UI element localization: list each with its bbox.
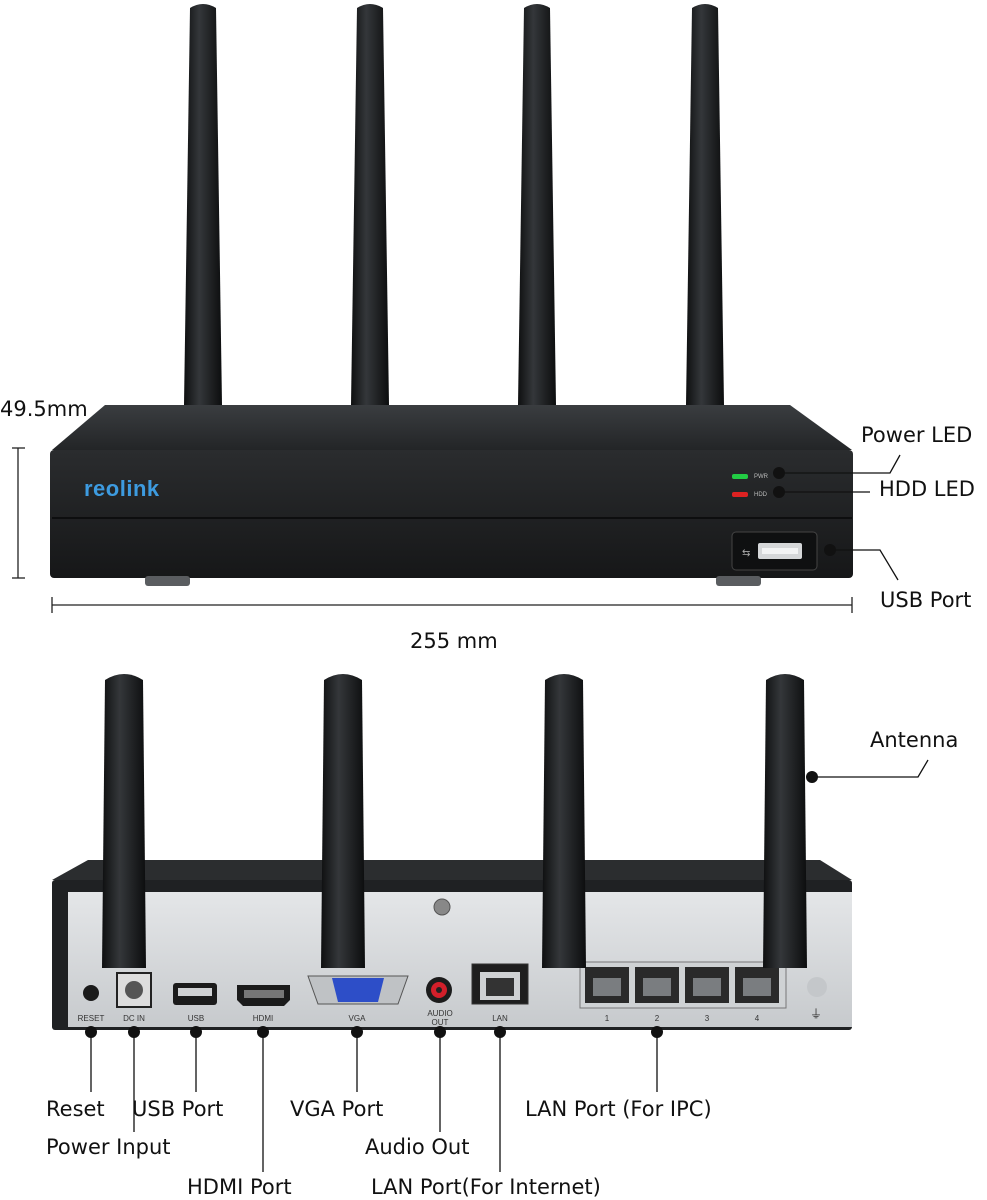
svg-text:VGA: VGA xyxy=(349,1014,367,1023)
svg-text:DC IN: DC IN xyxy=(123,1014,145,1023)
back-callout-lines xyxy=(90,759,929,1172)
svg-text:HDMI: HDMI xyxy=(253,1014,273,1023)
svg-text:3: 3 xyxy=(705,1014,710,1023)
front-antennas xyxy=(184,4,724,405)
svg-text:⏚: ⏚ xyxy=(810,1007,822,1021)
svg-text:⇆: ⇆ xyxy=(742,548,750,559)
usb-port-label: USB Port xyxy=(132,1097,224,1121)
power-led-label: Power LED xyxy=(861,423,973,447)
svg-text:1: 1 xyxy=(605,1014,610,1023)
hdd-led-label: HDD LED xyxy=(879,477,975,501)
svg-text:4: 4 xyxy=(755,1014,760,1023)
antenna-label: Antenna xyxy=(870,728,959,752)
back-antennas xyxy=(102,674,807,968)
svg-text:RESET: RESET xyxy=(78,1014,105,1023)
hdd-led-text: HDD xyxy=(754,492,767,498)
vga-port-label: VGA Port xyxy=(290,1097,384,1121)
front-body: ⇆ xyxy=(50,405,853,586)
back-port-text: RESET DC IN USB HDMI VGA AUDIO OUT LAN 1… xyxy=(78,1009,760,1027)
power-input-label: Power Input xyxy=(46,1135,171,1159)
reolink-logo: reolink xyxy=(84,476,160,501)
front-callout-lines xyxy=(779,454,901,581)
hdmi-port-label: HDMI Port xyxy=(187,1175,292,1199)
lan-internet-label: LAN Port(For Internet) xyxy=(371,1175,601,1199)
svg-text:LAN: LAN xyxy=(492,1014,508,1023)
lan-ipc-label: LAN Port (For IPC) xyxy=(525,1097,712,1121)
height-dimension: 49.5mm xyxy=(0,397,88,421)
dimension-lines xyxy=(12,447,853,613)
svg-text:2: 2 xyxy=(655,1014,660,1023)
front-usb-port-label: USB Port xyxy=(880,588,972,612)
reset-label: Reset xyxy=(46,1097,105,1121)
audio-label-1: AUDIO xyxy=(427,1009,452,1018)
pwr-led-text: PWR xyxy=(754,474,768,480)
svg-text:USB: USB xyxy=(188,1014,204,1023)
audio-label-2: OUT xyxy=(432,1018,449,1027)
back-body: ⏚ xyxy=(52,860,852,1030)
width-dimension: 255 mm xyxy=(410,629,498,653)
audio-out-label: Audio Out xyxy=(365,1135,470,1159)
